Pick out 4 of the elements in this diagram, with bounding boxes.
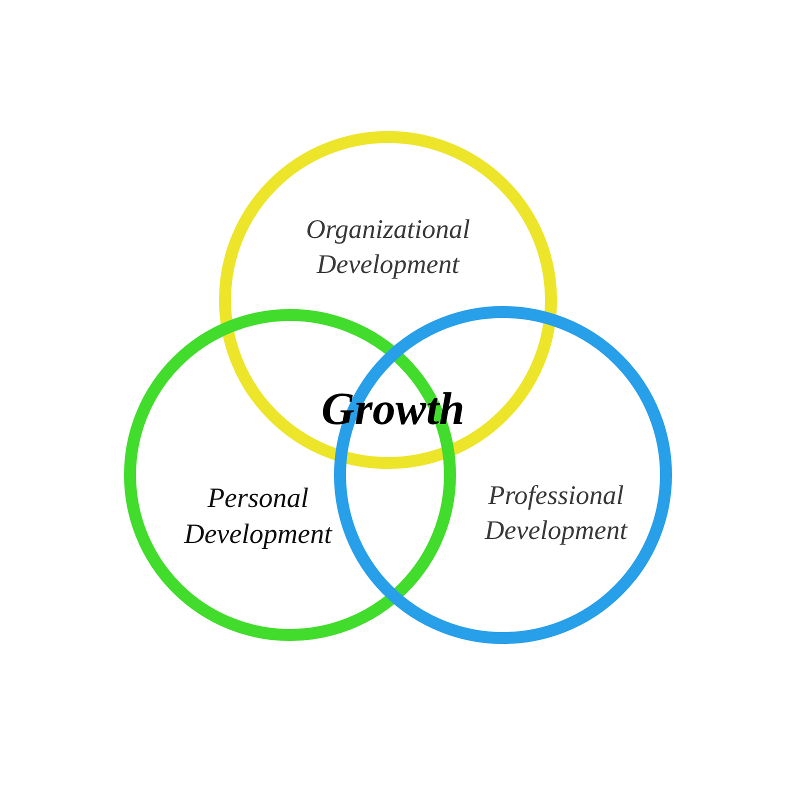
ring-label: Personal Development bbox=[182, 482, 334, 552]
ring-label: Professional Development bbox=[484, 479, 629, 548]
ring bbox=[219, 131, 557, 469]
ring-label: Organizational Development bbox=[304, 213, 472, 282]
